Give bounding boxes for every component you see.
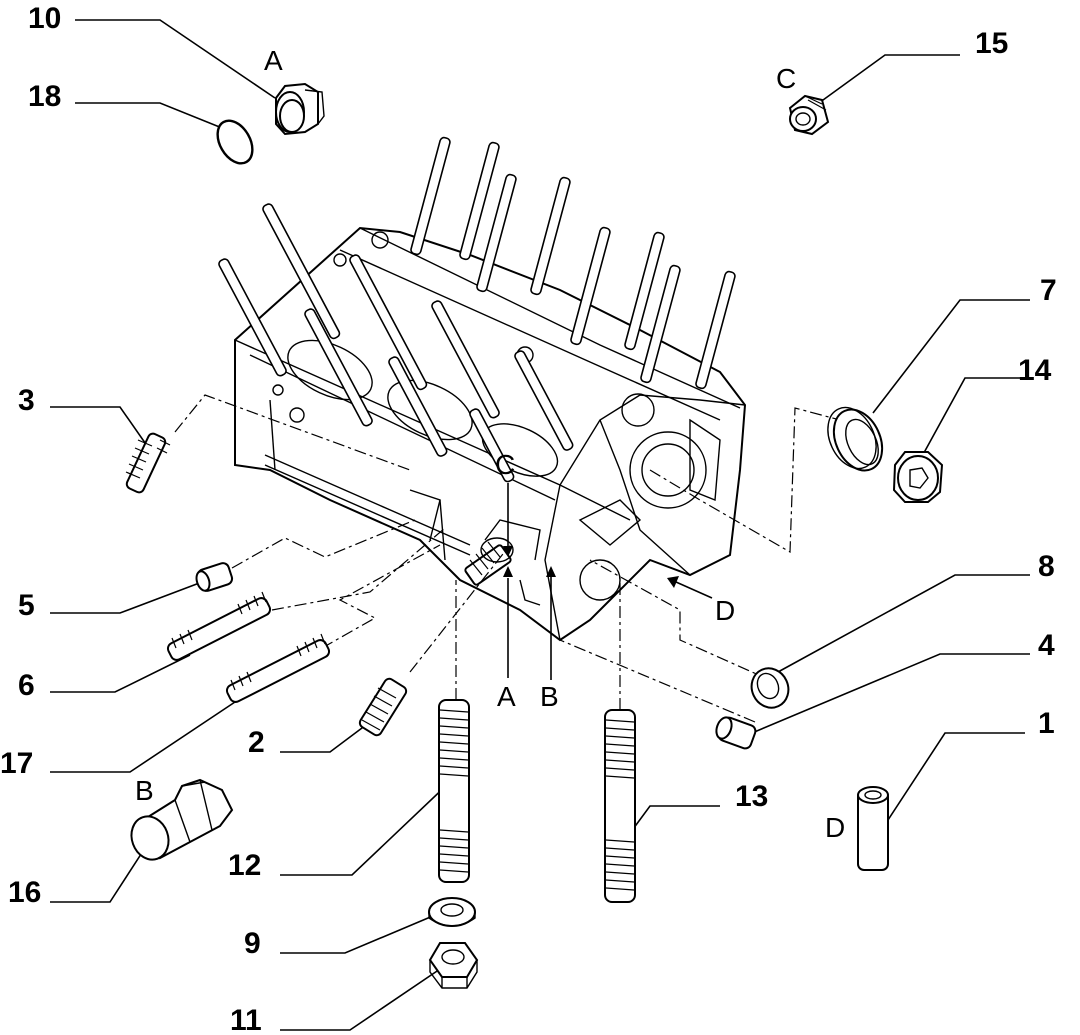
callout-1: 1 xyxy=(1038,707,1055,740)
reference-letters: A C B D C A B D xyxy=(135,45,845,843)
part-13-long-stud xyxy=(604,709,636,903)
part-8-bush xyxy=(750,667,790,709)
callout-numbers: 10 18 15 3 5 6 17 2 16 12 9 11 13 1 4 8 … xyxy=(0,2,1057,1035)
callout-15: 15 xyxy=(975,27,1008,60)
callout-5: 5 xyxy=(18,589,35,622)
part-10-hex-plug xyxy=(275,82,325,136)
callout-12: 12 xyxy=(228,849,261,882)
part-1-sleeve xyxy=(857,786,889,871)
part-12-long-stud xyxy=(438,699,470,883)
callout-3: 3 xyxy=(18,384,35,417)
part-17-long-stud xyxy=(225,633,331,703)
callout-8: 8 xyxy=(1038,550,1055,583)
part-5-dowel xyxy=(195,562,234,592)
callout-10: 10 xyxy=(28,2,61,35)
callout-16: 16 xyxy=(8,876,41,909)
part-9-washer xyxy=(428,897,476,927)
letter-d-center: D xyxy=(715,595,735,626)
callout-9: 9 xyxy=(244,927,261,960)
callout-6: 6 xyxy=(18,669,35,702)
part-15-small-plug xyxy=(788,94,830,136)
callout-18: 18 xyxy=(28,80,61,113)
letter-a-center: A xyxy=(497,681,516,712)
part-14-hex-plug xyxy=(892,451,944,503)
letter-c-top: C xyxy=(776,63,796,94)
callout-13: 13 xyxy=(735,780,768,813)
letter-a-top: A xyxy=(264,45,283,76)
part-2-short-stud xyxy=(358,677,408,737)
part-16-fitting xyxy=(130,778,234,861)
letter-d-right: D xyxy=(825,812,845,843)
callout-11: 11 xyxy=(230,1004,262,1035)
part-7-seal-ring xyxy=(827,406,884,472)
leader-lines xyxy=(50,19,1030,1031)
head-studs xyxy=(218,136,736,483)
part-18-o-ring xyxy=(216,119,254,165)
part-4-dowel xyxy=(715,716,757,750)
part-3-stud xyxy=(125,432,171,494)
callout-17: 17 xyxy=(0,747,33,780)
letter-b-center: B xyxy=(540,681,559,712)
callout-4: 4 xyxy=(1038,629,1055,662)
letter-b-left: B xyxy=(135,775,154,806)
callout-14: 14 xyxy=(1018,354,1052,387)
letter-c-center: C xyxy=(495,449,515,480)
part-6-long-stud xyxy=(166,591,272,661)
assembly-lines xyxy=(174,394,841,723)
part-11-hex-nut xyxy=(428,942,479,989)
callout-7: 7 xyxy=(1040,274,1057,307)
callout-2: 2 xyxy=(248,726,265,759)
